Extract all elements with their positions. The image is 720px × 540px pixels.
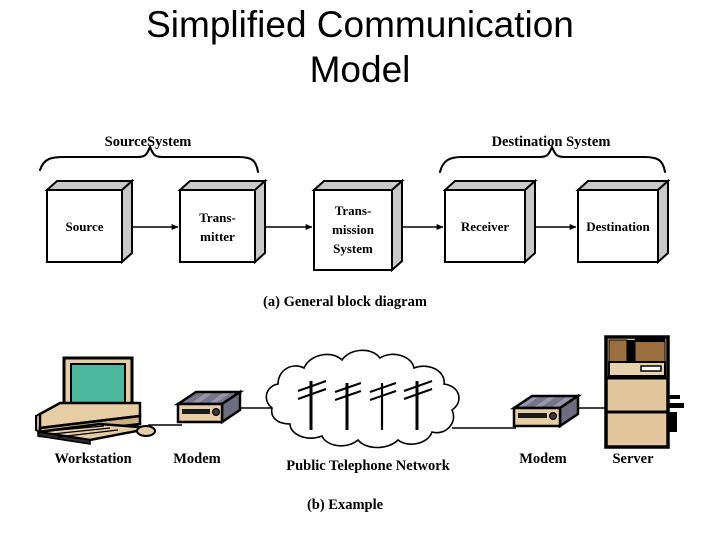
telephone-pole [334,382,362,430]
telephone-pole [369,382,397,430]
block-receiver-label: Receiver [461,219,510,234]
modem-right-label: Modem [519,451,567,467]
block-source-label: Source [65,219,103,234]
telephone-pole [297,380,327,430]
block-transmitter[interactable]: Trans- mitter [177,178,268,265]
destination-system-brace [438,144,667,174]
caption-b: (b) Example [307,497,384,513]
block-transmission-label-line-1: Trans- [335,203,372,218]
block-destination-label: Destination [586,219,650,234]
block-transmitter-label-line-1: Trans- [199,210,236,225]
workstation-icon[interactable] [35,356,156,445]
modem-left-label: Modem [173,451,221,467]
page-title-line-2: Model [309,49,411,90]
workstation-label: Workstation [54,451,131,467]
modem-left-icon[interactable] [173,389,245,425]
block-transmitter-label-line-2: mitter [200,229,235,244]
page-title-line-1: Simplified Communication [146,4,574,45]
general-block-diagram-group: SourceSystem Destination System Source [38,134,671,310]
destination-system-label: Destination System [492,134,611,150]
example-diagram-group: Workstation Modem [35,335,684,513]
example-links [148,407,608,429]
telephone-network-cloud[interactable] [265,349,460,449]
source-system-label: SourceSystem [105,134,192,150]
telephone-network-label: Public Telephone Network [286,458,450,474]
server-icon[interactable] [604,335,684,449]
block-transmission-label-line-2: mission [332,222,375,237]
server-label: Server [612,451,654,467]
block-transmission-label-line-3: System [333,241,373,256]
telephone-pole [403,380,433,430]
block-transmission-system[interactable]: Trans- mission System [311,178,405,273]
block-source[interactable]: Source [44,178,135,265]
page-title: Simplified Communication Model [0,2,720,92]
modem-right-icon[interactable] [509,393,583,429]
block-receiver[interactable]: Receiver [442,178,538,265]
source-system-brace [38,144,260,174]
block-destination[interactable]: Destination [575,178,671,265]
caption-a: (a) General block diagram [263,294,427,310]
